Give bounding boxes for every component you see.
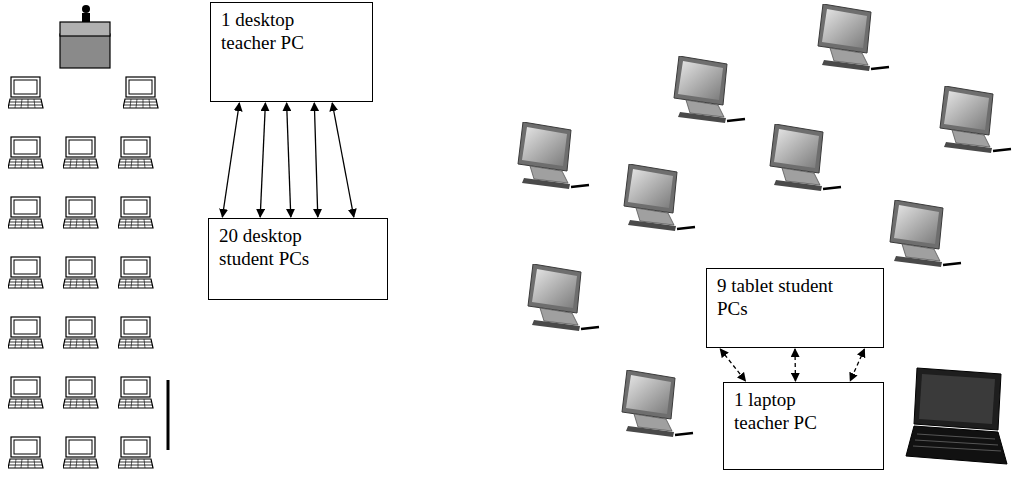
box-label: 9 tablet student PCs bbox=[717, 275, 857, 321]
desktop-icon bbox=[63, 317, 98, 348]
pc-group-box: 1 desktop teacher PC bbox=[210, 2, 373, 102]
teacher-podium bbox=[60, 5, 110, 68]
desktop-icon bbox=[8, 377, 43, 408]
desktop-icon bbox=[8, 257, 43, 288]
desktop-icon bbox=[63, 137, 98, 168]
tablet-icon bbox=[674, 56, 745, 123]
link-arrow bbox=[720, 349, 745, 381]
desktop-icon bbox=[118, 377, 153, 408]
desktop-icon bbox=[118, 257, 153, 288]
link-arrow bbox=[794, 349, 796, 381]
link-arrow bbox=[222, 103, 239, 217]
tablet-icon bbox=[818, 4, 889, 71]
tablet-icon bbox=[518, 122, 589, 189]
pc-group-box: 9 tablet student PCs bbox=[706, 268, 884, 348]
student-tablets bbox=[518, 4, 1011, 437]
tablet-icon bbox=[528, 264, 599, 331]
box-label: 20 desktop student PCs bbox=[219, 225, 347, 271]
tablet-icon bbox=[940, 86, 1011, 153]
desktop-icon bbox=[8, 437, 43, 468]
desktop-icon bbox=[63, 437, 98, 468]
pc-group-box: 1 laptop teacher PC bbox=[723, 382, 884, 470]
desktop-icon bbox=[118, 437, 153, 468]
desktop-icon bbox=[63, 377, 98, 408]
link-arrow bbox=[332, 103, 354, 217]
desktop-icon bbox=[118, 137, 153, 168]
desktop-icon bbox=[63, 257, 98, 288]
desktop-icon bbox=[8, 137, 43, 168]
box-label: 1 laptop teacher PC bbox=[734, 389, 846, 435]
tablet-icon bbox=[890, 200, 961, 267]
link-arrow bbox=[314, 103, 317, 217]
wall-bar bbox=[167, 380, 170, 450]
tablet-icon bbox=[622, 370, 693, 437]
tablet-icon bbox=[770, 124, 841, 191]
student-desktops bbox=[8, 77, 158, 468]
desktop-icon bbox=[8, 317, 43, 348]
desktop-icon bbox=[63, 197, 98, 228]
box-label: 1 desktop teacher PC bbox=[221, 9, 333, 55]
desktop-icon bbox=[118, 317, 153, 348]
pc-group-box: 20 desktop student PCs bbox=[208, 218, 388, 300]
link-arrow bbox=[287, 103, 291, 217]
desktop-icon bbox=[8, 197, 43, 228]
link-arrow bbox=[260, 103, 265, 217]
link-arrow bbox=[850, 349, 864, 381]
desktop-icon bbox=[8, 77, 43, 108]
teacher-laptop bbox=[906, 368, 1007, 464]
desktop-icon bbox=[123, 77, 158, 108]
desktop-icon bbox=[118, 197, 153, 228]
tablet-icon bbox=[624, 164, 695, 231]
